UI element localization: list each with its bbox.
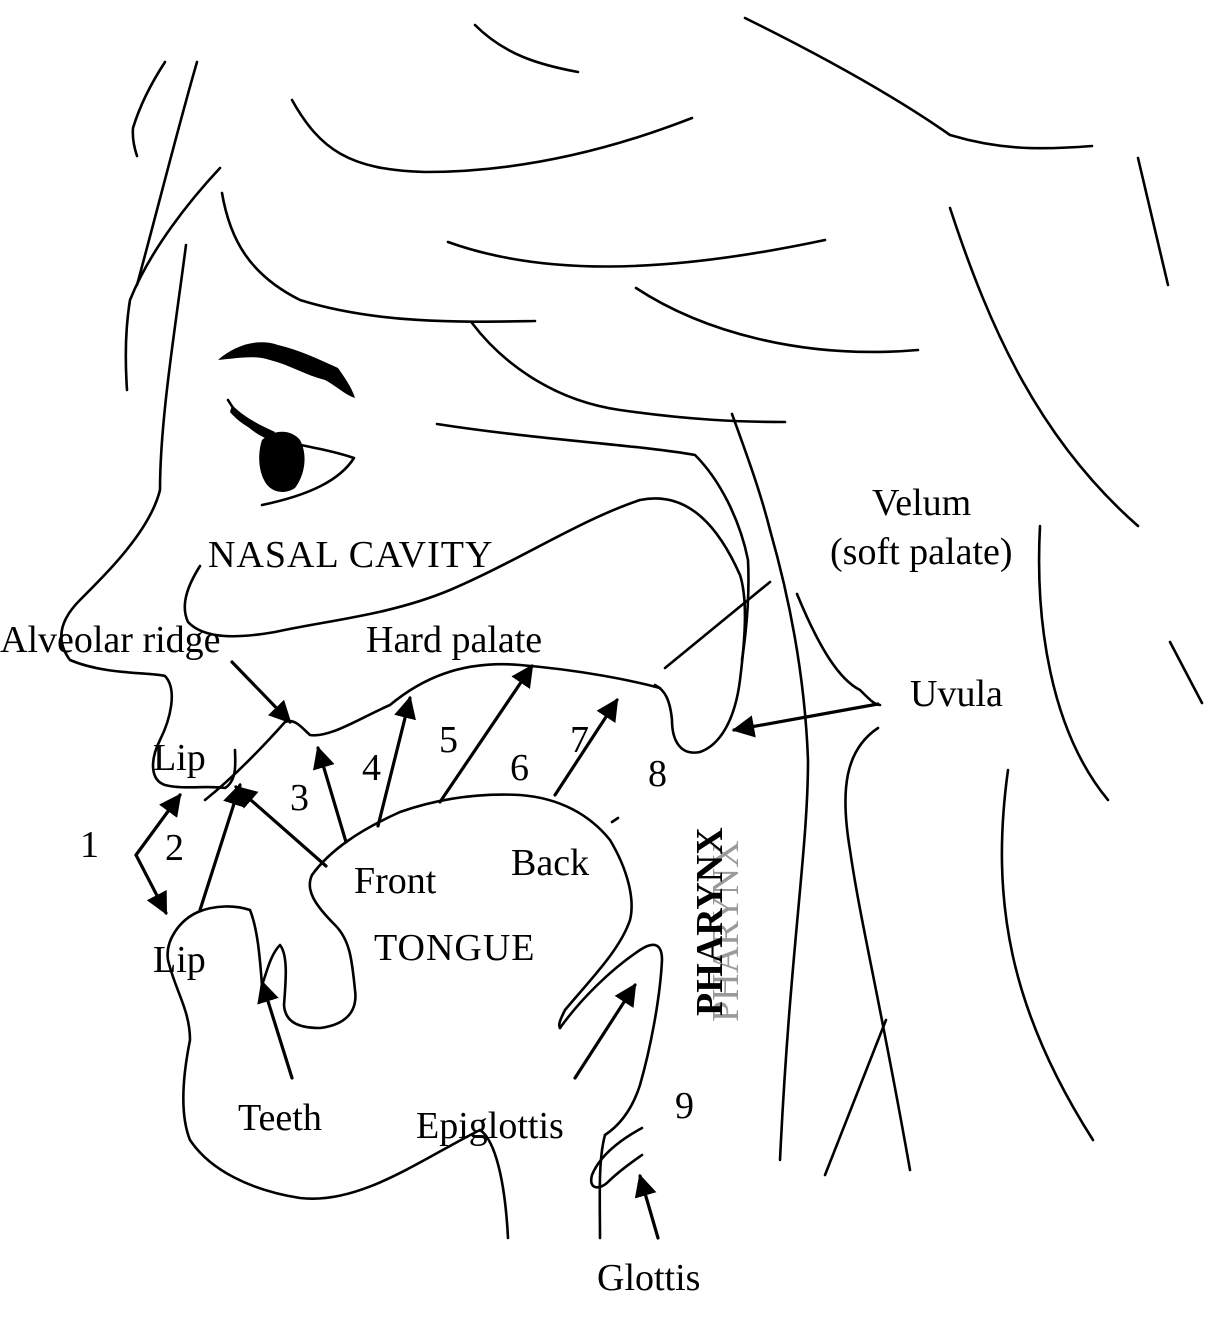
place-number-2: 2 xyxy=(165,827,184,869)
label-glottis: Glottis xyxy=(597,1257,700,1299)
arrows xyxy=(134,660,880,1240)
arrow-uvula xyxy=(731,702,880,738)
label-uvula: Uvula xyxy=(910,673,1003,715)
label-lip-lower: Lip xyxy=(153,939,206,981)
label-pharynx: PHARYNX xyxy=(689,827,731,1016)
place-number-3: 3 xyxy=(290,777,309,819)
arrow-alveolar-ridge xyxy=(230,660,292,724)
arrow-place-5 xyxy=(438,664,534,804)
label-lip-upper: Lip xyxy=(153,737,206,779)
face-profile xyxy=(60,60,787,790)
place-number-6: 6 xyxy=(510,747,529,789)
arrow-place-1-upper xyxy=(134,793,182,857)
label-tongue-back: Back xyxy=(511,842,589,884)
place-number-5: 5 xyxy=(439,719,458,761)
arrow-place-3 xyxy=(313,745,348,844)
label-nasal-cavity: NASAL CAVITY xyxy=(208,534,493,576)
place-number-8: 8 xyxy=(648,753,667,795)
label-tongue-front: Front xyxy=(354,860,437,902)
place-number-7: 7 xyxy=(570,719,589,761)
tongue-outline xyxy=(310,793,664,1137)
larynx xyxy=(478,816,644,1240)
arrow-place-1-lower xyxy=(134,853,168,915)
lower-jaw xyxy=(166,873,482,1201)
label-pharynx-shadow: PHARYNX xyxy=(705,840,747,1022)
label-hard-palate: Hard palate xyxy=(366,619,542,661)
label-velum: Velum xyxy=(872,482,971,524)
upper-mouth xyxy=(203,580,772,802)
arrow-teeth xyxy=(257,979,294,1080)
place-number-1: 1 xyxy=(80,824,99,866)
eye xyxy=(218,342,356,507)
label-epiglottis: Epiglottis xyxy=(416,1105,564,1147)
arrow-glottis xyxy=(634,1173,660,1240)
labels: NASAL CAVITY Alveolar ridge Hard palate … xyxy=(0,482,1013,1299)
arrow-place-2 xyxy=(198,782,245,912)
arrow-epiglottis xyxy=(573,983,637,1080)
arrow-place-7 xyxy=(553,698,619,797)
label-tongue: TONGUE xyxy=(374,927,536,969)
arrow-place-4 xyxy=(376,695,416,828)
pharynx-walls xyxy=(768,528,912,1177)
place-number-9: 9 xyxy=(675,1085,694,1127)
nasal-cavity-outline xyxy=(183,497,747,754)
label-alveolar-ridge: Alveolar ridge xyxy=(0,619,221,661)
place-number-4: 4 xyxy=(362,747,381,789)
hair-strokes xyxy=(290,16,1204,1142)
label-soft-palate: (soft palate) xyxy=(830,531,1013,573)
arrow-place-3-teeth xyxy=(234,785,328,868)
label-teeth: Teeth xyxy=(238,1097,322,1139)
